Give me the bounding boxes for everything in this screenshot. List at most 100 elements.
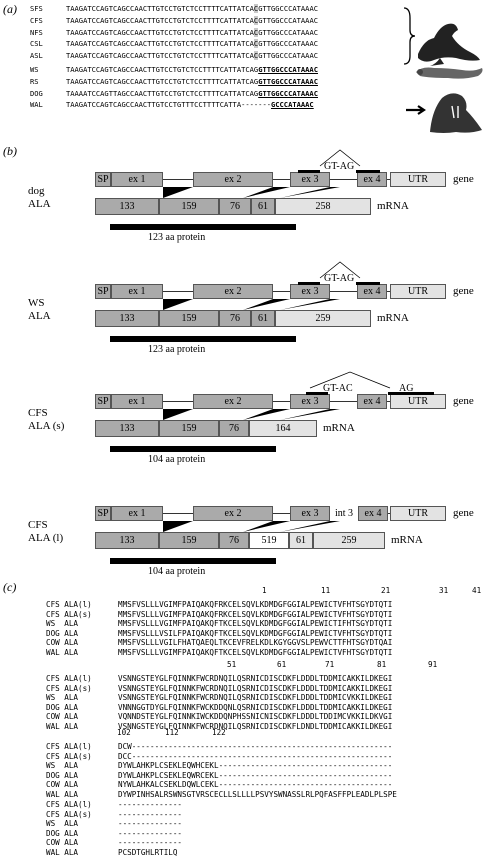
seq-suffix: GTTGGCCCATAAAC	[258, 65, 318, 74]
mrna-tag: mRNA	[323, 422, 355, 434]
protein-sequence: MMSFVSLLLVGIMFPAIQAKQFRKCELSQVLKDMDGFGGI…	[118, 600, 393, 609]
mrna-segment: 159	[159, 310, 219, 327]
protein-sequence: --------------	[118, 819, 183, 829]
mrna-tag: mRNA	[377, 200, 409, 212]
exon-4: ex 4	[358, 506, 388, 521]
exon-1: ex 1	[111, 172, 163, 187]
exon-1: ex 1	[111, 284, 163, 299]
protein-sequence: VQNNDSTEYGLFQINNKIWCKDDQNPHSSNICNISCDKFL…	[118, 712, 393, 722]
seq-suffix: GTTGGCCCATAAAC	[258, 39, 318, 49]
seq-name: NFS	[30, 27, 43, 37]
nucleotide-sequence: TAAGATCCAGTCAGCCAACTTGTCCTGTTTCCTTTTCATT…	[66, 100, 314, 109]
alignment-row-name: CFS ALA(s)	[46, 751, 92, 761]
panel-b-label: (b)	[3, 144, 17, 158]
alignment-row-name: WS ALA	[46, 693, 79, 703]
exon-sp: SP	[95, 506, 111, 521]
mrna-segment: 159	[159, 532, 219, 549]
panel-a-label: (a)	[3, 2, 17, 16]
protein-sequence: --------------	[118, 800, 183, 809]
splice-site-label: GT-AC	[323, 383, 353, 394]
alignment-row-name: WS ALA	[46, 819, 79, 829]
mrna-segment: 159	[159, 420, 219, 437]
exon-sp: SP	[95, 394, 111, 409]
exon-1: ex 1	[111, 506, 163, 521]
nucleotide-sequence: TAAGATCCAGTCAGCCAACTTGTCCTGTCTCCTTTTCATT…	[66, 51, 318, 61]
nucleotide-sequence: TAAGATCCAGTCAGCCAACTTGTCCTGTCTCCTTTTCATT…	[66, 77, 318, 86]
protein-sequence: VSNNGSTEYGLFQINNKFWCRDNQILQSRNICDISCDKFL…	[118, 674, 393, 683]
mrna-segment: 159	[159, 198, 219, 215]
position-number: 31	[439, 586, 449, 595]
alignment-row-name: DOG ALA	[46, 702, 79, 712]
seal-icon	[416, 67, 483, 79]
mrna-segment: 133	[95, 532, 159, 549]
mrna-tag: mRNA	[391, 534, 423, 546]
protein-bar	[110, 558, 276, 564]
seq-prefix: TAAGATCCAGTCAGCCAACTTGTCCTGTCTCCTTTTCATT…	[66, 27, 254, 37]
seq-suffix: GCCCATAAAC	[271, 100, 314, 110]
exon-mapping-connectors	[163, 521, 340, 532]
protein-length-label: 104 aa protein	[148, 566, 206, 577]
mrna-segment: 519	[249, 532, 289, 549]
exon-mapping-connectors	[163, 409, 340, 420]
seq-name: CSL	[30, 39, 43, 49]
position-number: 112	[165, 728, 179, 737]
protein-sequence: MMSFVSLLLVSILFPAIQAKQFTKCELSQVLKDMDGFGGI…	[118, 628, 393, 638]
protein-sequence: DYWPINHSALRSWNSGTVRSCECLLSLLLLPSVYSWNASS…	[118, 790, 397, 799]
nucleotide-sequence: TAAAATCCAGTTAGCCAACTTGTCCTGTCTCCTTTTCATT…	[66, 89, 318, 98]
position-number: 11	[321, 586, 331, 595]
sea-lion-icon	[418, 23, 480, 66]
protein-bar	[110, 336, 296, 342]
protein-sequence: DYWLAHKPLCSEKLEQWRCEKL------------------…	[118, 770, 393, 780]
seq-suffix: GTTGGCCCATAAAC	[258, 27, 318, 37]
alignment-row-name: WAL ALA	[46, 790, 79, 799]
seq-name: CFS	[30, 15, 43, 25]
seq-name: ASL	[30, 51, 43, 61]
protein-sequence: NYWLAHKALCSEKLDQWLCEKL------------------…	[118, 780, 393, 790]
transcript-name-2: ALA (s)	[28, 420, 65, 432]
alignment-row-name: DOG ALA	[46, 828, 79, 838]
protein-sequence: MMSFVSLLLVGIMFPAIQAKQFTKCELSQVLKDMDGFGGI…	[118, 619, 393, 629]
exon-sp: SP	[95, 172, 111, 187]
splice-site-label-2: AG	[399, 383, 414, 394]
protein-sequence: MMSFVSLLLVGIMFPAIQAKQFTKCELSQVLKDMDGFGGI…	[118, 648, 393, 657]
protein-sequence: VSNNGSTEYGLFQINNKFWCRDNQILQSRNICDISCDKFL…	[118, 683, 393, 693]
animal-silhouettes	[403, 7, 483, 133]
mrna-segment: 76	[219, 310, 251, 327]
alignment-row-name: CFS ALA(s)	[46, 609, 92, 619]
splice-annotation	[306, 371, 434, 395]
transcript-name: dog	[28, 185, 45, 197]
splice-annotation	[298, 149, 380, 173]
panel-c-label: (c)	[3, 580, 17, 594]
mrna-segment: 259	[275, 310, 371, 327]
seq-prefix: TAAGATCCAGTCAGCCAACTTGTCCTGTCTCCTTTTCATT…	[66, 15, 254, 25]
seq-suffix: GTTGGCCCATAAAC	[258, 76, 318, 86]
position-number: 1	[262, 586, 267, 595]
seq-prefix: TAAGATCCAGTCAGCCAACTTGTCCTGTCTCCTTTTCATT…	[66, 65, 259, 74]
protein-sequence: DCW-------------------------------------…	[118, 742, 393, 751]
transcript-name-2: ALA (l)	[28, 532, 64, 544]
nucleotide-sequence: TAAGATCCAGTCAGCCAACTTGTCCTGTCTCCTTTTCATT…	[66, 39, 318, 49]
seq-suffix: GTTGGCCCATAAAC	[258, 51, 318, 61]
mrna-segment: 61	[289, 532, 313, 549]
protein-length-label: 123 aa protein	[148, 232, 206, 243]
seq-name: SFS	[30, 4, 43, 13]
alignment-row-name: WAL ALA	[46, 722, 79, 731]
splice-site-label: GT-AG	[324, 273, 355, 284]
gene-tag: gene	[453, 285, 474, 297]
exon-4: ex 4	[357, 284, 387, 299]
highlight-base: C	[253, 15, 259, 25]
alignment-row-name: COW ALA	[46, 712, 79, 722]
seq-suffix: GTTGGCCCATAAAC	[258, 4, 318, 13]
protein-sequence: DCC-------------------------------------…	[118, 751, 393, 761]
alignment-row-name: CFS ALA(l)	[46, 600, 92, 609]
transcript-name: WS	[28, 297, 45, 309]
exon-sp: SP	[95, 284, 111, 299]
exon-2: ex 2	[193, 284, 273, 299]
mrna-segment: 76	[219, 420, 249, 437]
seq-prefix: TAAGATCCAGTCAGCCAACTTGTCCTGTCTCCTTTTCATT…	[66, 51, 254, 61]
alignment-row-name: COW ALA	[46, 780, 79, 790]
alignment-row-name: DOG ALA	[46, 770, 79, 780]
gene-tag: gene	[453, 173, 474, 185]
mrna-segment: 76	[219, 532, 249, 549]
exon-mapping-connectors	[163, 187, 340, 198]
